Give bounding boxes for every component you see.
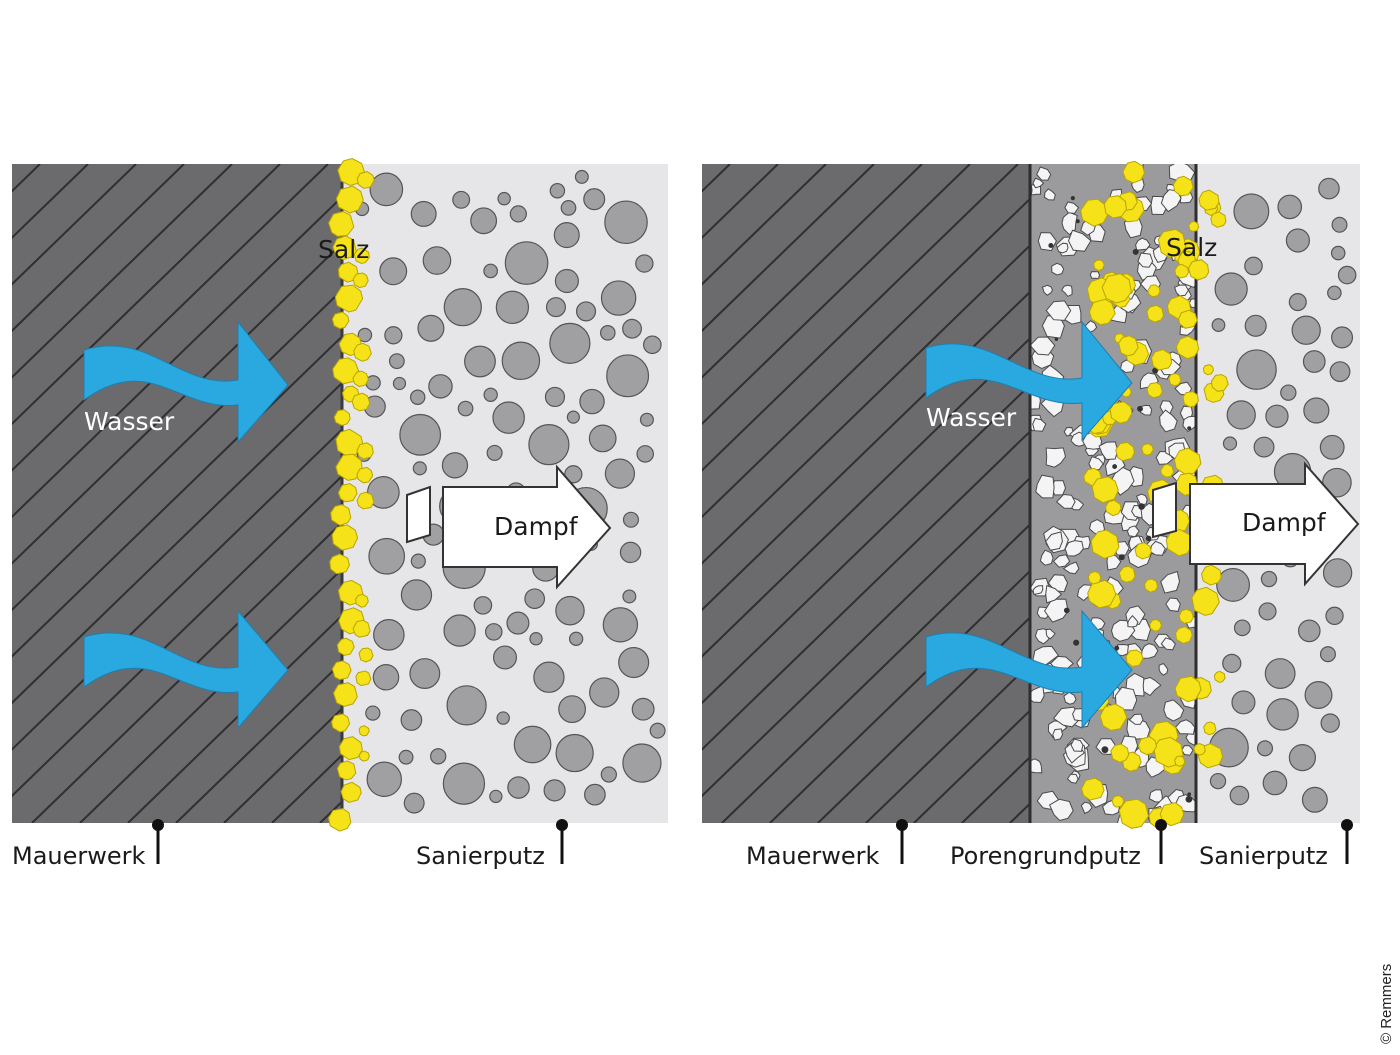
right-marker-porengrundputz [1155, 819, 1167, 864]
left-vapor-arrow-tail [406, 485, 431, 544]
right-mauerwerk-label: Mauerwerk [746, 842, 880, 870]
right-porengrundputz-label: Porengrundputz [950, 842, 1141, 870]
right-dampf-label: Dampf [1242, 508, 1327, 537]
left-water-arrow-top [83, 320, 289, 444]
copyright-credit: © Remmers [1378, 963, 1395, 1044]
right-masonry-hatching [702, 164, 1030, 823]
left-wasser-label: Wasser [84, 407, 175, 436]
left-pores [354, 169, 666, 814]
right-salz-label: Salz [1166, 233, 1217, 262]
right-marker-mauerwerk [896, 819, 908, 864]
left-marker-sanierputz [556, 819, 568, 864]
right-marker-sanierputz [1341, 819, 1353, 864]
right-wasser-label: Wasser [926, 403, 1017, 432]
right-sanierputz-label: Sanierputz [1199, 842, 1328, 870]
left-mauerwerk-label: Mauerwerk [12, 842, 146, 870]
left-marker-mauerwerk [152, 819, 164, 864]
right-vapor-arrow [1189, 461, 1360, 587]
left-masonry-hatching [12, 164, 342, 823]
left-salz-label: Salz [318, 235, 369, 264]
left-sanierputz-label: Sanierputz [416, 842, 545, 870]
left-salt-crystals [327, 157, 375, 832]
left-dampf-label: Dampf [494, 512, 579, 541]
right-vapor-arrow-tail [1152, 481, 1177, 539]
right-water-arrow-bottom [925, 609, 1133, 730]
right-water-arrow-top [925, 320, 1133, 442]
left-water-arrow-bottom [83, 609, 289, 730]
left-vapor-arrow [442, 464, 612, 590]
right-masonry [702, 164, 1032, 823]
